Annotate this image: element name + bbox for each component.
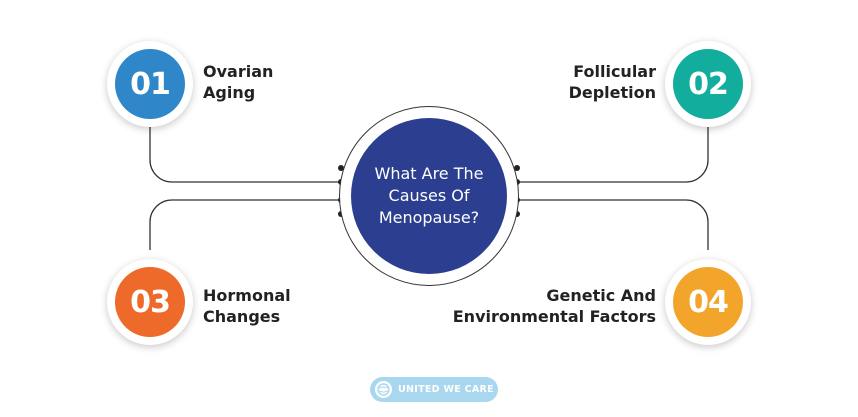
connector-03 (149, 199, 341, 250)
center-line: Causes Of (388, 186, 470, 205)
cause-01-line: Ovarian (203, 62, 274, 81)
cause-02-line: Depletion (568, 83, 656, 102)
cause-02-badge: 02 (673, 49, 743, 119)
cause-04-badge: 04 (673, 267, 743, 337)
cause-02-badge-ring: 02 (665, 41, 751, 127)
connector-04 (517, 199, 709, 250)
cause-04-badge-ring: 04 (665, 259, 751, 345)
logo-text: UNITED WE CARE (398, 384, 494, 395)
cause-04-label: Genetic And Environmental Factors (453, 285, 656, 327)
cause-04-line: Environmental Factors (452, 307, 656, 326)
cause-01-badge: 01 (115, 49, 185, 119)
cause-03-line: Hormonal (203, 286, 291, 305)
center-line: What Are The (374, 164, 484, 183)
cause-03-label: Hormonal Changes (203, 285, 291, 327)
cause-01-line: Aging (203, 83, 256, 102)
cause-04-line: Genetic And (546, 286, 656, 305)
cause-02-label: Follicular Depletion (569, 61, 656, 103)
center-line: Menopause? (378, 208, 480, 227)
cause-01-badge-ring: 01 (107, 41, 193, 127)
cause-03-badge: 03 (115, 267, 185, 337)
globe-icon (375, 381, 392, 398)
connector-dot (514, 165, 520, 171)
connector-02 (517, 127, 709, 183)
united-we-care-logo: UNITED WE CARE (370, 377, 498, 402)
connector-01 (149, 127, 341, 183)
cause-01-label: Ovarian Aging (203, 61, 273, 103)
cause-03-badge-ring: 03 (107, 259, 193, 345)
cause-03-line: Changes (203, 307, 281, 326)
center-question: What Are The Causes Of Menopause? (351, 118, 507, 274)
cause-02-line: Follicular (573, 62, 656, 81)
